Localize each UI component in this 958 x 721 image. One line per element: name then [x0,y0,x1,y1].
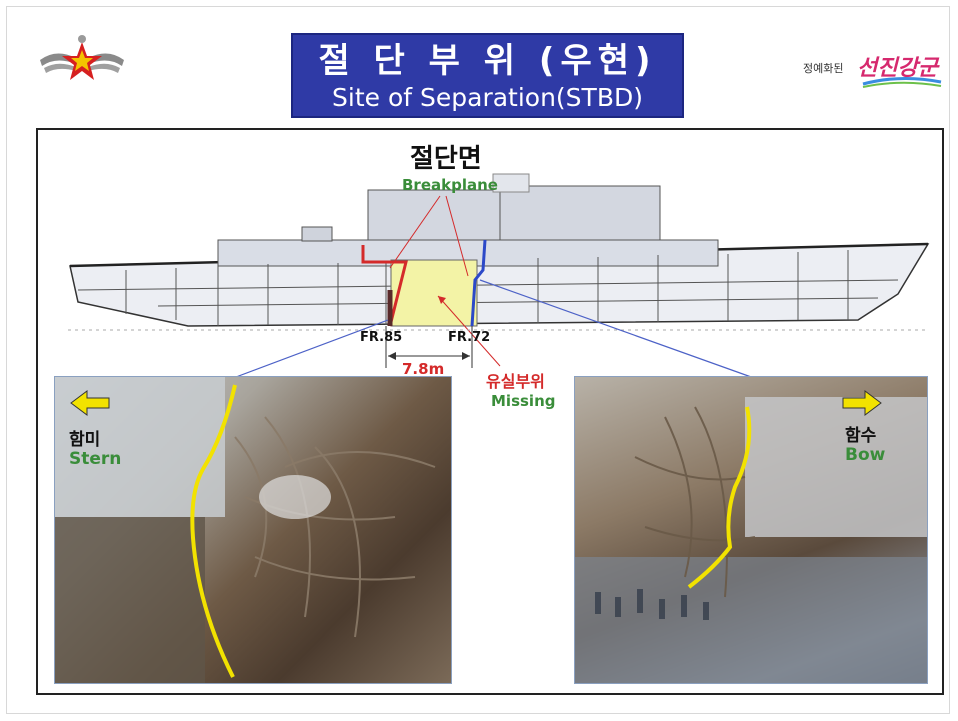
right-arrow-icon [842,390,882,416]
bow-cut-line [687,406,752,589]
missing-label-korean: 유실부위 [486,372,545,391]
slogan-prefix: 정예화된 [803,62,844,75]
bow-label-english: Bow [845,445,886,465]
frame-label-72: FR.72 [448,330,491,345]
stern-cut-line [190,384,237,678]
stern-wreck-illustration [55,377,436,683]
breakplane-heading-korean: 절단면 [410,144,482,174]
left-arrow-icon [70,390,110,416]
frame-label-85: FR.85 [360,330,403,345]
slogan: 정예화된 선진강군 [803,48,943,88]
stern-label-english: Stern [69,449,122,469]
title-korean: 절 단 부 위 (우현) [318,41,657,81]
diagram-frame: 절단면 Breakplane FR.85 FR.72 7.8m 유실부위 Mis… [36,128,944,695]
title-english: Site of Separation(STBD) [332,83,643,112]
bow-photo: 함수 Bow [574,376,928,684]
ship-diagram [68,173,930,381]
slogan-swoosh-icon [862,76,942,88]
page-border [6,6,950,714]
section-length: 7.8m [402,360,445,378]
bow-wreck-illustration [575,397,927,683]
breakplane-heading-english: Breakplane [402,176,498,194]
missing-label-english: Missing [491,392,556,410]
bow-label-korean: 함수 [845,426,877,446]
army-emblem-icon [40,35,124,80]
stern-photo: 함미 Stern [54,376,452,684]
title-banner: 절 단 부 위 (우현) Site of Separation(STBD) [291,33,684,118]
stern-label-korean: 함미 [69,430,101,450]
slogan-main: 선진강군 [857,55,938,81]
